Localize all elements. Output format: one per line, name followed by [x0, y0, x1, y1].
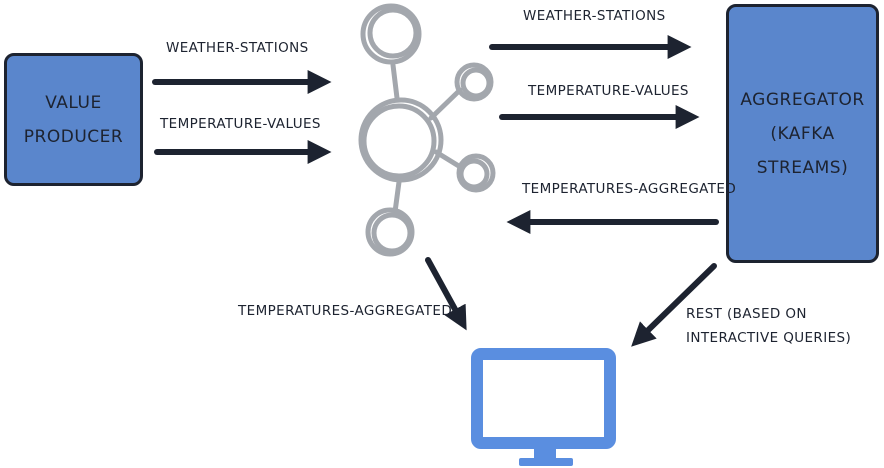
rest-label-line-1: REST (BASED ON — [686, 306, 807, 322]
aggregator-label-line-1: AGGREGATOR — [740, 89, 865, 110]
monitor-icon — [471, 348, 616, 466]
aggregator-box: AGGREGATOR (KAFKA STREAMS) — [726, 4, 879, 263]
arrow-aggregator-to-monitor — [631, 263, 717, 347]
edge-label-producer-weather: WEATHER-STATIONS — [166, 40, 309, 56]
producer-label-line-2: PRODUCER — [23, 126, 124, 147]
aggregator-label-line-2: (KAFKA STREAMS) — [756, 123, 849, 178]
kafka-logo-icon — [358, 3, 496, 257]
edge-label-kafka-temperature: TEMPERATURE-VALUES — [528, 83, 689, 99]
edge-label-producer-temperature: TEMPERATURE-VALUES — [160, 116, 321, 132]
arrow-kafka-to-monitor — [425, 257, 467, 331]
value-producer-box: VALUE PRODUCER — [4, 53, 143, 186]
edge-label-aggregated-monitor: TEMPERATURES-AGGREGATED — [238, 303, 453, 319]
edge-label-rest: REST (BASED ON INTERACTIVE QUERIES) — [686, 302, 851, 350]
rest-label-line-2: INTERACTIVE QUERIES) — [686, 330, 852, 346]
edge-label-kafka-weather: WEATHER-STATIONS — [523, 8, 666, 24]
producer-label-line-1: VALUE — [45, 92, 102, 113]
edge-label-aggregated-back: TEMPERATURES-AGGREGATED — [522, 181, 737, 197]
